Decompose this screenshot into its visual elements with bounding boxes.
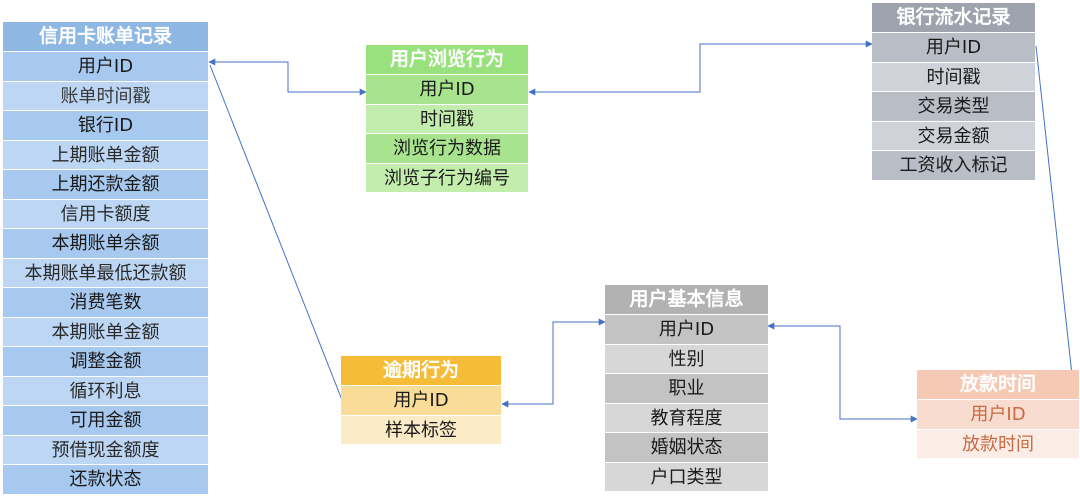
table-title: 放款时间 <box>917 370 1079 399</box>
field: 上期还款金额 <box>3 169 208 199</box>
field: 还款状态 <box>3 464 208 494</box>
field: 时间戳 <box>872 61 1035 91</box>
field: 用户ID <box>917 399 1079 429</box>
field: 交易金额 <box>872 120 1035 150</box>
field: 浏览行为数据 <box>366 133 528 163</box>
field: 预借现金额度 <box>3 434 208 464</box>
field: 交易类型 <box>872 91 1035 121</box>
field: 消费笔数 <box>3 287 208 317</box>
field: 可用金额 <box>3 405 208 435</box>
field: 本期账单金额 <box>3 316 208 346</box>
link-basic-loan <box>767 322 918 423</box>
field: 用户ID <box>366 74 528 104</box>
field: 信用卡额度 <box>3 198 208 228</box>
field: 教育程度 <box>605 402 768 432</box>
field: 时间戳 <box>366 103 528 133</box>
field: 性别 <box>605 343 768 373</box>
field: 用户ID <box>3 51 208 81</box>
field: 循环利息 <box>3 375 208 405</box>
field: 浏览子行为编号 <box>366 162 528 192</box>
table-title: 信用卡账单记录 <box>3 22 208 51</box>
field: 银行ID <box>3 110 208 140</box>
field: 放款时间 <box>917 428 1079 458</box>
table-user-basic-info: 用户基本信息 用户ID 性别 职业 教育程度 婚姻状态 户口类型 <box>605 285 768 491</box>
field: 工资收入标记 <box>872 150 1035 180</box>
field: 账单时间戳 <box>3 80 208 110</box>
table-title: 用户浏览行为 <box>366 45 528 74</box>
link-credit-browse <box>208 58 367 96</box>
field: 用户ID <box>341 385 501 415</box>
table-user-browse: 用户浏览行为 用户ID 时间戳 浏览行为数据 浏览子行为编号 <box>366 45 528 192</box>
table-overdue-behavior: 逾期行为 用户ID 样本标签 <box>341 356 501 444</box>
table-title: 逾期行为 <box>341 356 501 385</box>
field: 本期账单余额 <box>3 228 208 258</box>
field: 调整金额 <box>3 346 208 376</box>
field: 婚姻状态 <box>605 432 768 462</box>
link-overdue-basic <box>501 318 606 408</box>
table-title: 用户基本信息 <box>605 285 768 314</box>
field: 用户ID <box>605 314 768 344</box>
field: 本期账单最低还款额 <box>3 257 208 287</box>
field: 职业 <box>605 373 768 403</box>
field: 户口类型 <box>605 461 768 491</box>
link-browse-bank <box>528 40 873 96</box>
table-bank-flow: 银行流水记录 用户ID 时间戳 交易类型 交易金额 工资收入标记 <box>872 3 1035 180</box>
field: 样本标签 <box>341 414 501 444</box>
link-credit-overdue <box>209 64 343 401</box>
field: 用户ID <box>872 32 1035 62</box>
table-loan-time: 放款时间 用户ID 放款时间 <box>917 370 1079 458</box>
table-title: 银行流水记录 <box>872 3 1035 32</box>
link-bank-loan <box>1035 45 1079 431</box>
field: 上期账单金额 <box>3 139 208 169</box>
table-credit-bill: 信用卡账单记录 用户ID 账单时间戳 银行ID 上期账单金额 上期还款金额 信用… <box>3 22 208 494</box>
